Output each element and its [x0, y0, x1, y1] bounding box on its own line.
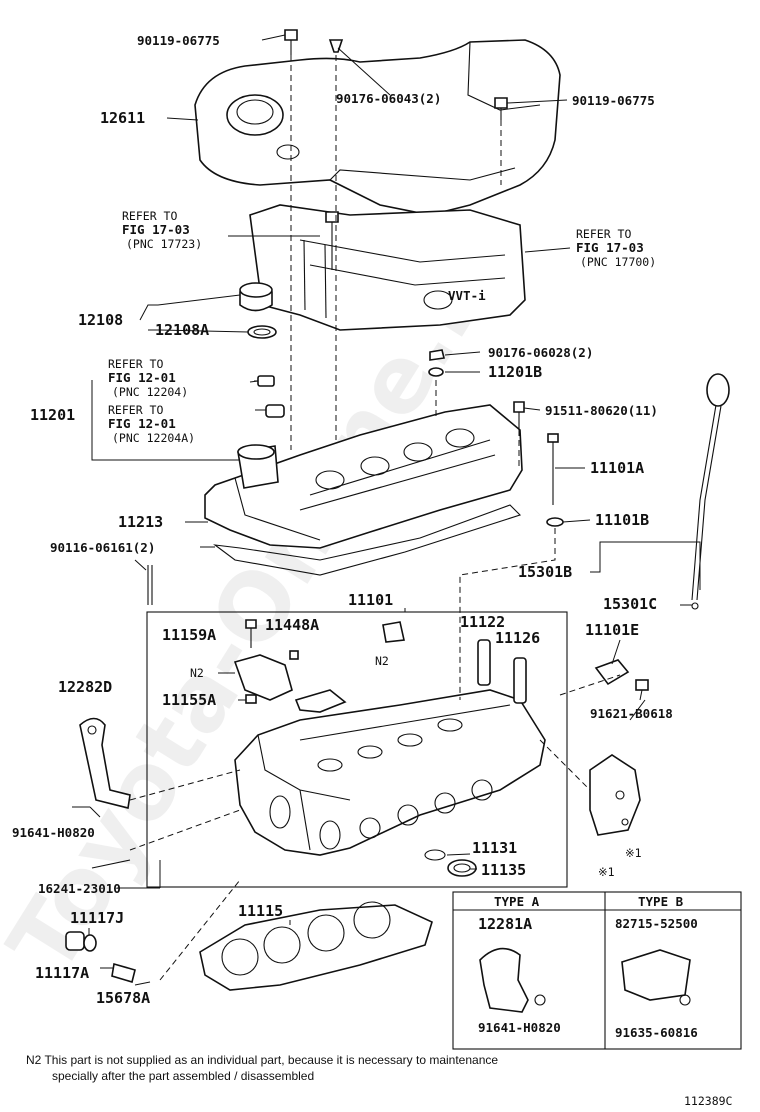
label-90119-06775-top: 90119-06775	[137, 33, 220, 48]
engine-cover-drawing	[194, 39, 561, 216]
nut-90176-06028-drawing	[429, 349, 445, 361]
footnote-line2: specially after the part assembled / dis…	[52, 1069, 314, 1083]
footnote-line1: N2 This part is not supplied as an indiv…	[26, 1053, 498, 1067]
leader-lines	[88, 34, 701, 986]
label-91641-h0820-box: 91641-H0820	[478, 1020, 561, 1035]
assembly-dashed-lines	[129, 55, 621, 981]
valve-guides-drawing	[477, 639, 527, 704]
label-16241-23010: 16241-23010	[38, 881, 121, 896]
ref4-line2: FIG 12-01	[108, 416, 176, 431]
plugs-11117-drawing	[65, 931, 136, 984]
label-11101b: 11101B	[595, 511, 649, 529]
stud-16241-drawing	[91, 859, 131, 869]
ref3-line3: (PNC 12204)	[112, 385, 188, 399]
valve-cover-gasket-drawing	[213, 504, 522, 576]
mark-star1-part: ※1	[625, 846, 642, 860]
label-11101: 11101	[348, 591, 393, 609]
label-11115: 11115	[238, 902, 283, 920]
label-11101e: 11101E	[585, 621, 639, 639]
bracket-star1-drawing	[589, 754, 641, 836]
mark-n2-b: N2	[375, 654, 389, 668]
ref3-line2: FIG 12-01	[108, 370, 176, 385]
label-12108a: 12108A	[155, 321, 209, 339]
cylinder-head-drawing	[234, 689, 546, 856]
label-12108: 12108	[78, 311, 123, 329]
label-90176-06028: 90176-06028(2)	[488, 345, 593, 360]
head-gasket-drawing	[199, 901, 433, 991]
ref1-line2: FIG 17-03	[122, 222, 190, 237]
label-15301b: 15301B	[518, 563, 572, 581]
ref4-line3: (PNC 12204A)	[112, 431, 195, 445]
plug-11201b-drawing	[428, 367, 444, 377]
pcv-valve-drawing	[254, 375, 285, 418]
reference-notes: REFER TO FIG 17-03 (PNC 17723) REFER TO …	[108, 209, 656, 445]
dipstick-drawing	[691, 373, 730, 610]
ref1-line3: (PNC 17723)	[126, 237, 202, 251]
label-11117j: 11117J	[70, 909, 124, 927]
type-b-header: TYPE B	[638, 894, 684, 909]
oil-filler-cap-drawing	[239, 282, 277, 339]
label-11101a: 11101A	[590, 459, 644, 477]
valve-cover-drawing	[204, 404, 523, 549]
ref4-line1: REFER TO	[108, 403, 163, 417]
label-12611: 12611	[100, 109, 145, 127]
label-82715-52500: 82715-52500	[615, 916, 698, 931]
label-15301c: 15301C	[603, 595, 657, 613]
label-11448a: 11448A	[265, 616, 319, 634]
label-11213: 11213	[118, 513, 163, 531]
seals-drawing	[424, 849, 477, 877]
type-variant-box	[452, 891, 742, 1050]
sensor-11101e-drawing	[594, 659, 649, 691]
part-labels: 90119-06775 90176-06043(2) 90119-06775 1…	[12, 33, 698, 1040]
label-11122: 11122	[460, 613, 505, 631]
label-90116-06161: 90116-06161(2)	[50, 540, 155, 555]
label-91641-h0820-left: 91641-H0820	[12, 825, 95, 840]
label-91621-b0618: 91621-B0618	[590, 706, 673, 721]
label-11117a: 11117A	[35, 964, 89, 982]
ref1-line1: REFER TO	[122, 209, 177, 223]
ref3-line1: REFER TO	[108, 357, 163, 371]
label-11131: 11131	[472, 839, 517, 857]
label-11126: 11126	[495, 629, 540, 647]
bracket-12282d-drawing	[72, 717, 131, 809]
label-91511-80620: 91511-80620(11)	[545, 403, 658, 418]
vvti-logo-text: VVT-i	[448, 288, 486, 303]
label-11201: 11201	[30, 406, 75, 424]
mark-n2-a: N2	[190, 666, 204, 680]
cylinder-head-group-box	[146, 611, 568, 888]
ref2-line1: REFER TO	[576, 227, 631, 241]
ref2-line2: FIG 17-03	[576, 240, 644, 255]
label-12282d: 12282D	[58, 678, 112, 696]
mark-star1-box: ※1	[598, 865, 615, 879]
label-11159a: 11159A	[162, 626, 216, 644]
label-15678a: 15678A	[96, 989, 150, 1007]
figure-id: 112389C	[684, 1094, 733, 1108]
ref2-line3: (PNC 17700)	[580, 255, 656, 269]
label-91635-60816: 91635-60816	[615, 1025, 698, 1040]
label-11135: 11135	[481, 861, 526, 879]
label-11201b: 11201B	[488, 363, 542, 381]
camshaft-caps-drawing	[233, 619, 405, 713]
label-90176-06043: 90176-06043(2)	[336, 91, 441, 106]
label-90119-06775-right: 90119-06775	[572, 93, 655, 108]
type-a-header: TYPE A	[494, 894, 540, 909]
label-12281a: 12281A	[478, 915, 532, 933]
label-11155a: 11155A	[162, 691, 216, 709]
